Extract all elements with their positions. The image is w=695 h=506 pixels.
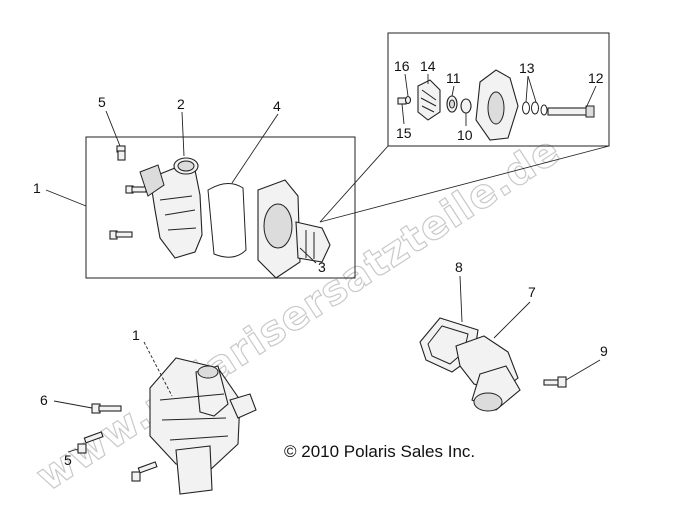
callout-5-top: 5	[98, 94, 106, 110]
leader-7	[493, 301, 531, 339]
leader-2	[181, 111, 185, 157]
bolt-part-6	[91, 403, 122, 414]
pump-assembly-part-1	[149, 357, 257, 495]
callout-16: 16	[394, 58, 410, 74]
callout-8: 8	[455, 259, 463, 275]
screw-part-15	[397, 97, 407, 105]
callout-13: 13	[519, 60, 535, 76]
leader-4	[231, 113, 279, 184]
leader-12	[585, 85, 597, 109]
callout-9: 9	[600, 343, 608, 359]
shaft-part-12	[547, 105, 595, 118]
nut-part-11	[446, 95, 458, 113]
callout-1-top: 1	[33, 180, 41, 196]
leader-1b	[143, 341, 173, 397]
leader-13b	[527, 75, 537, 103]
bolt-part-5-left-a	[77, 431, 104, 454]
orings-part-13	[522, 101, 548, 116]
callout-14: 14	[420, 58, 436, 74]
gasket-part-4	[207, 183, 247, 258]
callout-3: 3	[318, 259, 326, 275]
leader-5a	[105, 110, 121, 147]
leader-1a	[45, 189, 87, 207]
callout-7: 7	[528, 284, 536, 300]
callout-2: 2	[177, 96, 185, 112]
washer-part-16	[404, 95, 412, 105]
thermostat-housing-part-2	[139, 157, 203, 259]
bolt-part-9	[543, 376, 567, 388]
assembly-frame-detail	[387, 32, 610, 147]
callout-4: 4	[273, 98, 281, 114]
leader-13a	[525, 75, 529, 103]
detail-connector-top	[319, 145, 389, 223]
assembly-frame-main	[85, 136, 356, 279]
leader-5b	[67, 448, 79, 453]
leader-15	[401, 103, 405, 125]
copyright-notice: © 2010 Polaris Sales Inc.	[284, 442, 475, 461]
callout-6: 6	[40, 392, 48, 408]
leader-16	[404, 73, 409, 97]
leader-9	[565, 359, 601, 381]
leader-11	[451, 85, 455, 97]
bolt-part-5-left-b	[131, 461, 158, 482]
detail-connector-bottom	[319, 145, 610, 223]
impeller-part-14	[417, 79, 441, 121]
pump-body-detail	[475, 69, 519, 141]
callout-11: 11	[446, 70, 461, 86]
bearing-part-10	[460, 98, 472, 114]
bolt-part-5-mid	[125, 185, 147, 194]
thermostat-cover-part-7	[455, 335, 521, 412]
leader-3	[299, 247, 317, 264]
bolt-part-5-low	[109, 230, 133, 240]
callout-15: 15	[396, 125, 412, 141]
leader-8	[459, 275, 463, 323]
callout-5-bottom: 5	[64, 452, 72, 468]
callout-1-bottom: 1	[132, 327, 140, 343]
bolt-part-5-top	[116, 145, 126, 161]
callout-10: 10	[457, 127, 473, 143]
callout-12: 12	[588, 70, 604, 86]
leader-6	[53, 400, 93, 409]
